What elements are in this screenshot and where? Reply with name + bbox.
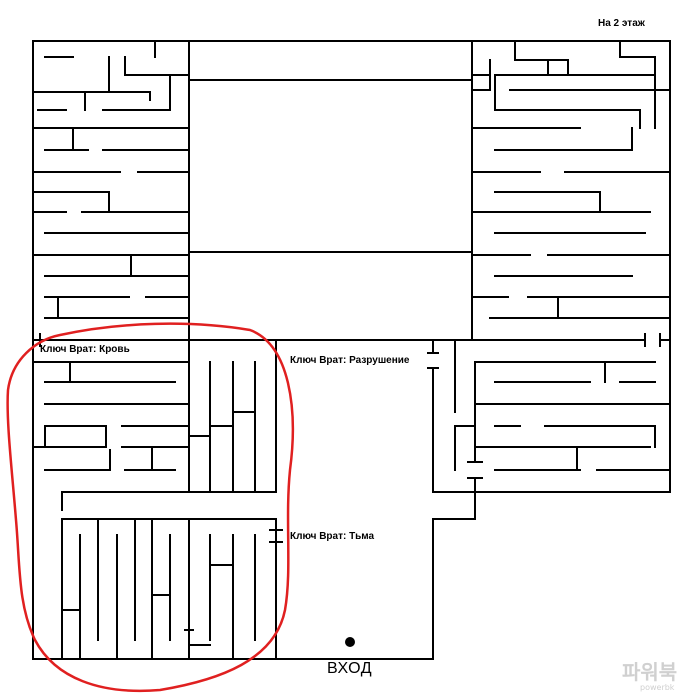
watermark-subtext: powerbk — [640, 683, 675, 692]
key-destruction-label: Ключ Врат: Разрушение — [290, 355, 410, 366]
entrance-label: ВХОД — [327, 660, 373, 677]
key-blood-label: Ключ Врат: Кровь — [40, 344, 130, 355]
key-darkness-label: Ключ Врат: Тьма — [290, 531, 375, 542]
floor2-label: На 2 этаж — [598, 18, 645, 29]
maze-walls — [32, 40, 671, 660]
highlight-outline — [6, 322, 295, 693]
watermark-logo: 파워북 — [622, 660, 678, 684]
entrance-marker — [345, 637, 355, 647]
